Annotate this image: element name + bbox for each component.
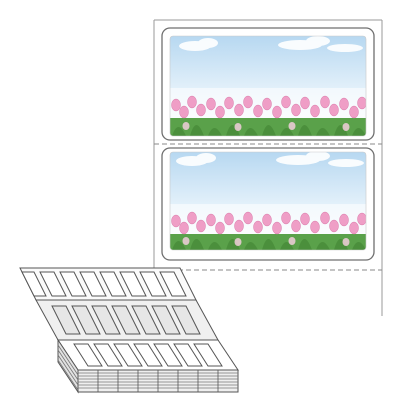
label-2 [161,147,375,261]
clouds [179,36,363,52]
fanfold-stack-sides [57,338,239,394]
label-1 [161,27,375,141]
clouds [176,152,364,167]
tulip-row [170,95,366,136]
fanfold-stack [19,267,239,394]
liner-sheet [153,19,383,355]
fanfold-top-strip [19,267,197,301]
tulip-row [170,211,366,250]
fanfold-middle-strip [35,299,219,341]
fanfold-stack-top [57,339,239,371]
